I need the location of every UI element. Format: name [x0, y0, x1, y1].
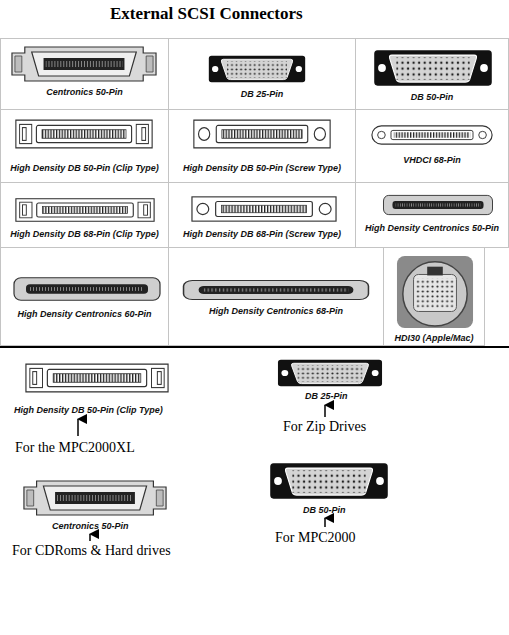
connector-caption: High Density DB 68-Pin (Clip Type)	[3, 229, 166, 240]
connector-caption: Centronics 50-Pin	[52, 521, 129, 532]
connector-cell: Centronics 50-Pin	[0, 38, 169, 110]
connector-caption: DB 25-Pin	[305, 391, 348, 402]
connector-caption: DB 50-Pin	[358, 92, 506, 103]
connector-cell: High Density Centronics 68-Pin	[168, 247, 384, 346]
connector-caption: VHDCI 68-Pin	[358, 155, 506, 166]
hd-centronics-connector	[14, 278, 160, 300]
connector-caption: High Density DB 50-Pin (Clip Type)	[3, 163, 166, 174]
hd-db-screw-connector	[192, 197, 336, 221]
connector-cell: High Density DB 68-Pin (Screw Type)	[168, 182, 356, 248]
connector-cell: High Density DB 50-Pin (Clip Type)	[0, 109, 169, 183]
connector-caption: High Density Centronics 50-Pin	[358, 223, 506, 234]
connector-caption: DB 25-Pin	[171, 89, 353, 100]
connector-cell: High Density Centronics 50-Pin	[355, 182, 509, 248]
connector-caption: High Density DB 50-Pin (Screw Type)	[171, 163, 353, 174]
connector-cell: HDI30 (Apple/Mac)	[383, 247, 485, 346]
connector-caption: High Density Centronics 60-Pin	[3, 309, 166, 320]
db-connector	[270, 463, 388, 498]
connector-cell: High Density DB 68-Pin (Clip Type)	[0, 182, 169, 248]
separator-line	[0, 346, 509, 348]
usage-note: For Zip Drives	[283, 419, 366, 435]
hd-db-clip-connector	[16, 120, 152, 148]
hd-centronics-connector	[383, 195, 492, 214]
db-connector	[209, 56, 305, 82]
connector-caption: HDI30 (Apple/Mac)	[386, 333, 482, 344]
connector-cell: High Density DB 50-Pin (Screw Type)	[168, 109, 356, 183]
connector-cell: DB 50-Pin	[355, 38, 509, 110]
diagram-title: External SCSI Connectors	[110, 4, 303, 24]
hdi30-connector	[397, 256, 473, 328]
usage-note: For CDRoms & Hard drives	[12, 543, 171, 559]
vhdci-connector	[372, 126, 492, 144]
connector-caption: DB 50-Pin	[303, 505, 346, 516]
connector-cell: High Density Centronics 60-Pin	[0, 247, 169, 346]
connector-cell: DB 25-Pin	[168, 38, 356, 110]
db-connector	[374, 50, 492, 85]
pointer-arrow	[324, 518, 326, 527]
connector-caption: High Density Centronics 68-Pin	[171, 306, 381, 317]
pointer-arrow	[77, 419, 79, 436]
usage-note: For MPC2000	[275, 530, 356, 546]
hd-db-clip-connector	[16, 199, 154, 222]
connector-caption: High Density DB 68-Pin (Screw Type)	[171, 229, 353, 240]
connector-caption: High Density DB 50-Pin (Clip Type)	[14, 405, 163, 416]
connector-caption: Centronics 50-Pin	[3, 87, 166, 98]
db-connector	[278, 360, 382, 386]
hd-db-screw-connector	[194, 120, 330, 148]
connector-cell: VHDCI 68-Pin	[355, 109, 509, 183]
pointer-arrow	[324, 405, 326, 417]
hd-centronics-connector	[184, 280, 369, 299]
centronics-connector	[24, 481, 166, 515]
hd-db-clip-connector	[26, 364, 168, 392]
usage-note: For the MPC2000XL	[15, 440, 135, 456]
pointer-arrow	[89, 534, 91, 541]
centronics-connector	[12, 47, 156, 81]
